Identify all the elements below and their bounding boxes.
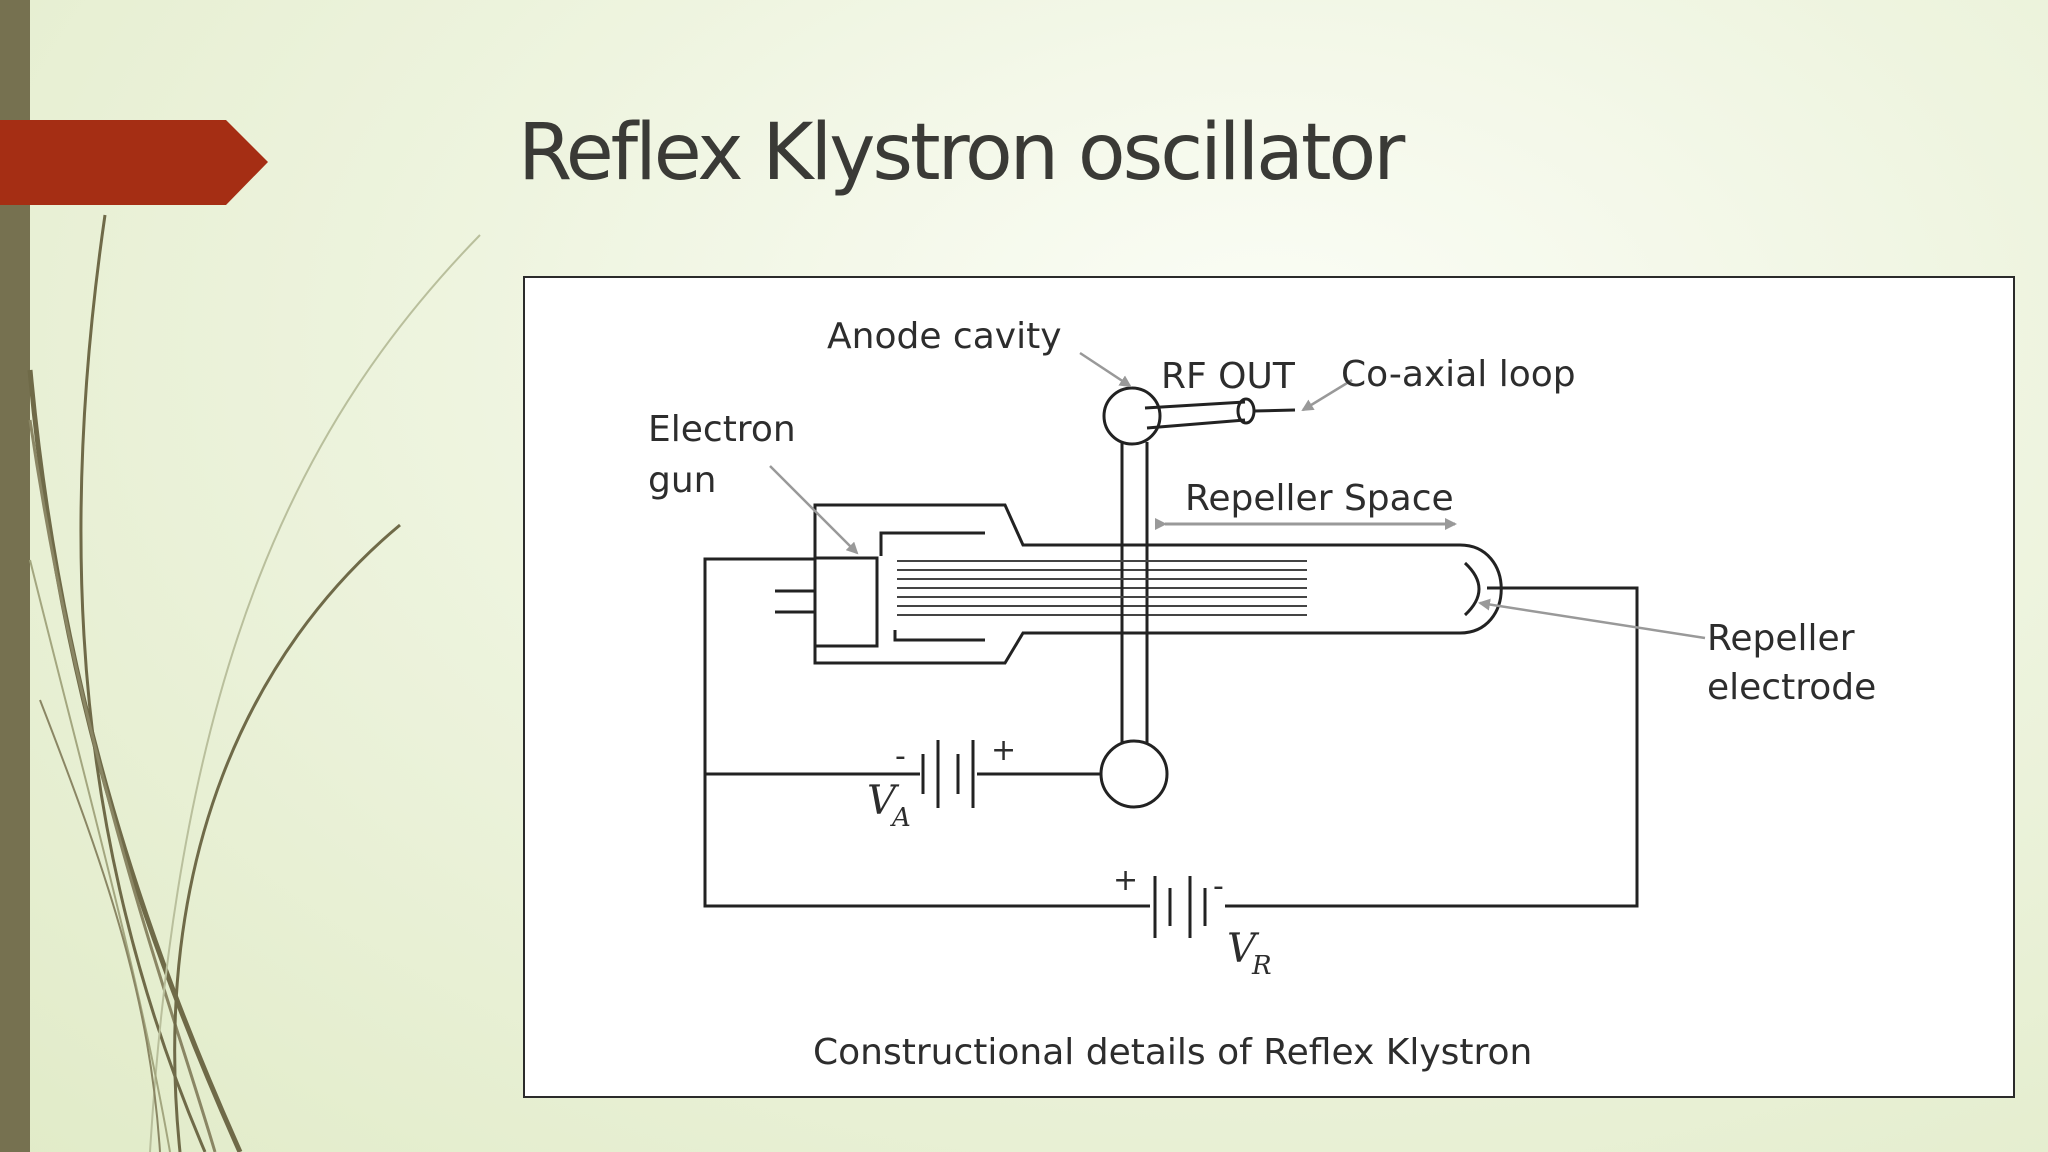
repeller-electrode (1463, 561, 1481, 617)
label-repeller-space: Repeller Space (1185, 478, 1454, 519)
label-anode-cavity: Anode cavity (827, 316, 1062, 357)
title-arrow-banner (0, 120, 268, 205)
coaxial-loop (1144, 397, 1296, 430)
electron-beam (897, 560, 1307, 616)
diagram-caption: Constructional details of Reflex Klystro… (813, 1032, 1532, 1073)
vr-symbol: V (1227, 926, 1260, 972)
label-gun: gun (648, 460, 716, 501)
klystron-diagram-figure: Anode cavity RF OUT Co-axial loop Electr… (523, 276, 2015, 1098)
vr-plus-sign: + (1113, 863, 1138, 898)
va-subscript: A (890, 803, 911, 833)
battery-vr (1153, 876, 1207, 938)
label-electrode: electrode (1707, 667, 1876, 708)
label-coaxial-loop: Co-axial loop (1341, 354, 1576, 395)
va-minus-sign: - (895, 739, 906, 774)
pointer-arrows (769, 351, 1706, 640)
label-electron: Electron (648, 409, 796, 450)
label-rf-out: RF OUT (1161, 356, 1296, 397)
tube-envelope (813, 503, 1503, 665)
label-repeller: Repeller (1707, 618, 1855, 659)
cavity-grids (1120, 550, 1149, 630)
slide-title: Reflex Klystron oscillator (518, 108, 1405, 198)
anode-cavity (1099, 386, 1169, 809)
circuit-wires (703, 557, 1639, 908)
decorative-grass-lines (27, 214, 481, 1152)
vr-subscript: R (1251, 951, 1272, 981)
va-plus-sign: + (991, 733, 1016, 768)
klystron-schematic: Anode cavity RF OUT Co-axial loop Electr… (648, 316, 1876, 1073)
vr-minus-sign: - (1213, 869, 1224, 904)
electron-gun (775, 531, 985, 648)
battery-va (921, 740, 975, 808)
va-symbol: V (867, 778, 900, 824)
